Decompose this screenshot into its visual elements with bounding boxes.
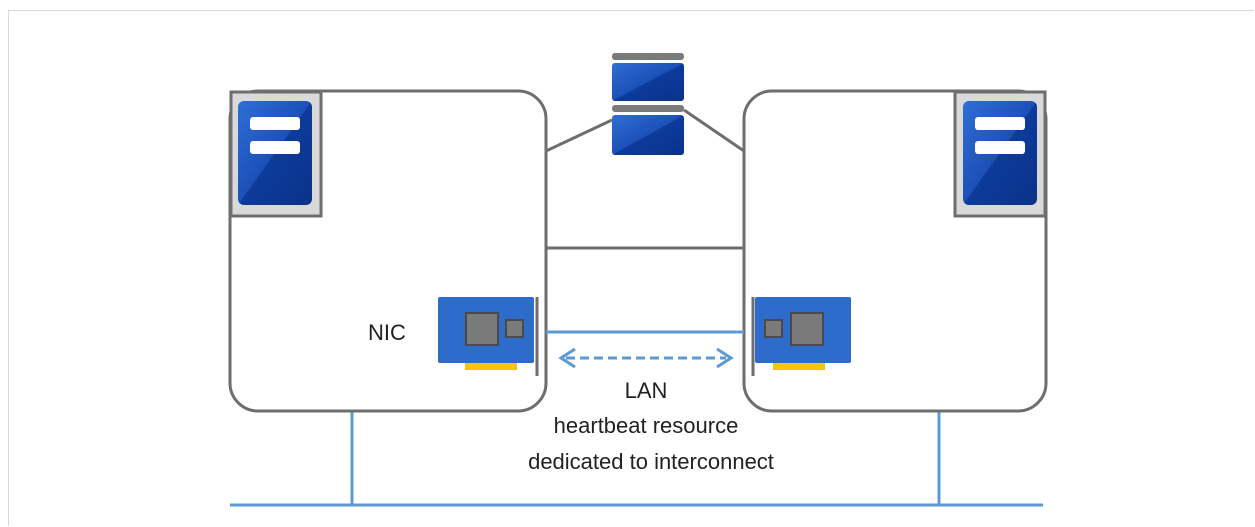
server-icon (953, 90, 1047, 218)
lan-label: LAN (625, 378, 668, 403)
nic-card-icon (751, 297, 851, 376)
left-server: NIC (228, 89, 548, 413)
nic-label: NIC (368, 320, 406, 345)
server-icon (229, 90, 323, 218)
right-server (742, 89, 1048, 413)
figure-frame (8, 10, 1254, 526)
dedicated-interconnect-label: dedicated to interconnect (528, 449, 774, 474)
shared-disk-icon (612, 53, 684, 155)
left-disk-cable (545, 118, 613, 153)
right-disk-cable (683, 108, 745, 153)
heartbeat-resource-label: heartbeat resource (554, 413, 739, 438)
nic-card-icon (438, 297, 539, 376)
heartbeat-arrow (558, 347, 734, 369)
